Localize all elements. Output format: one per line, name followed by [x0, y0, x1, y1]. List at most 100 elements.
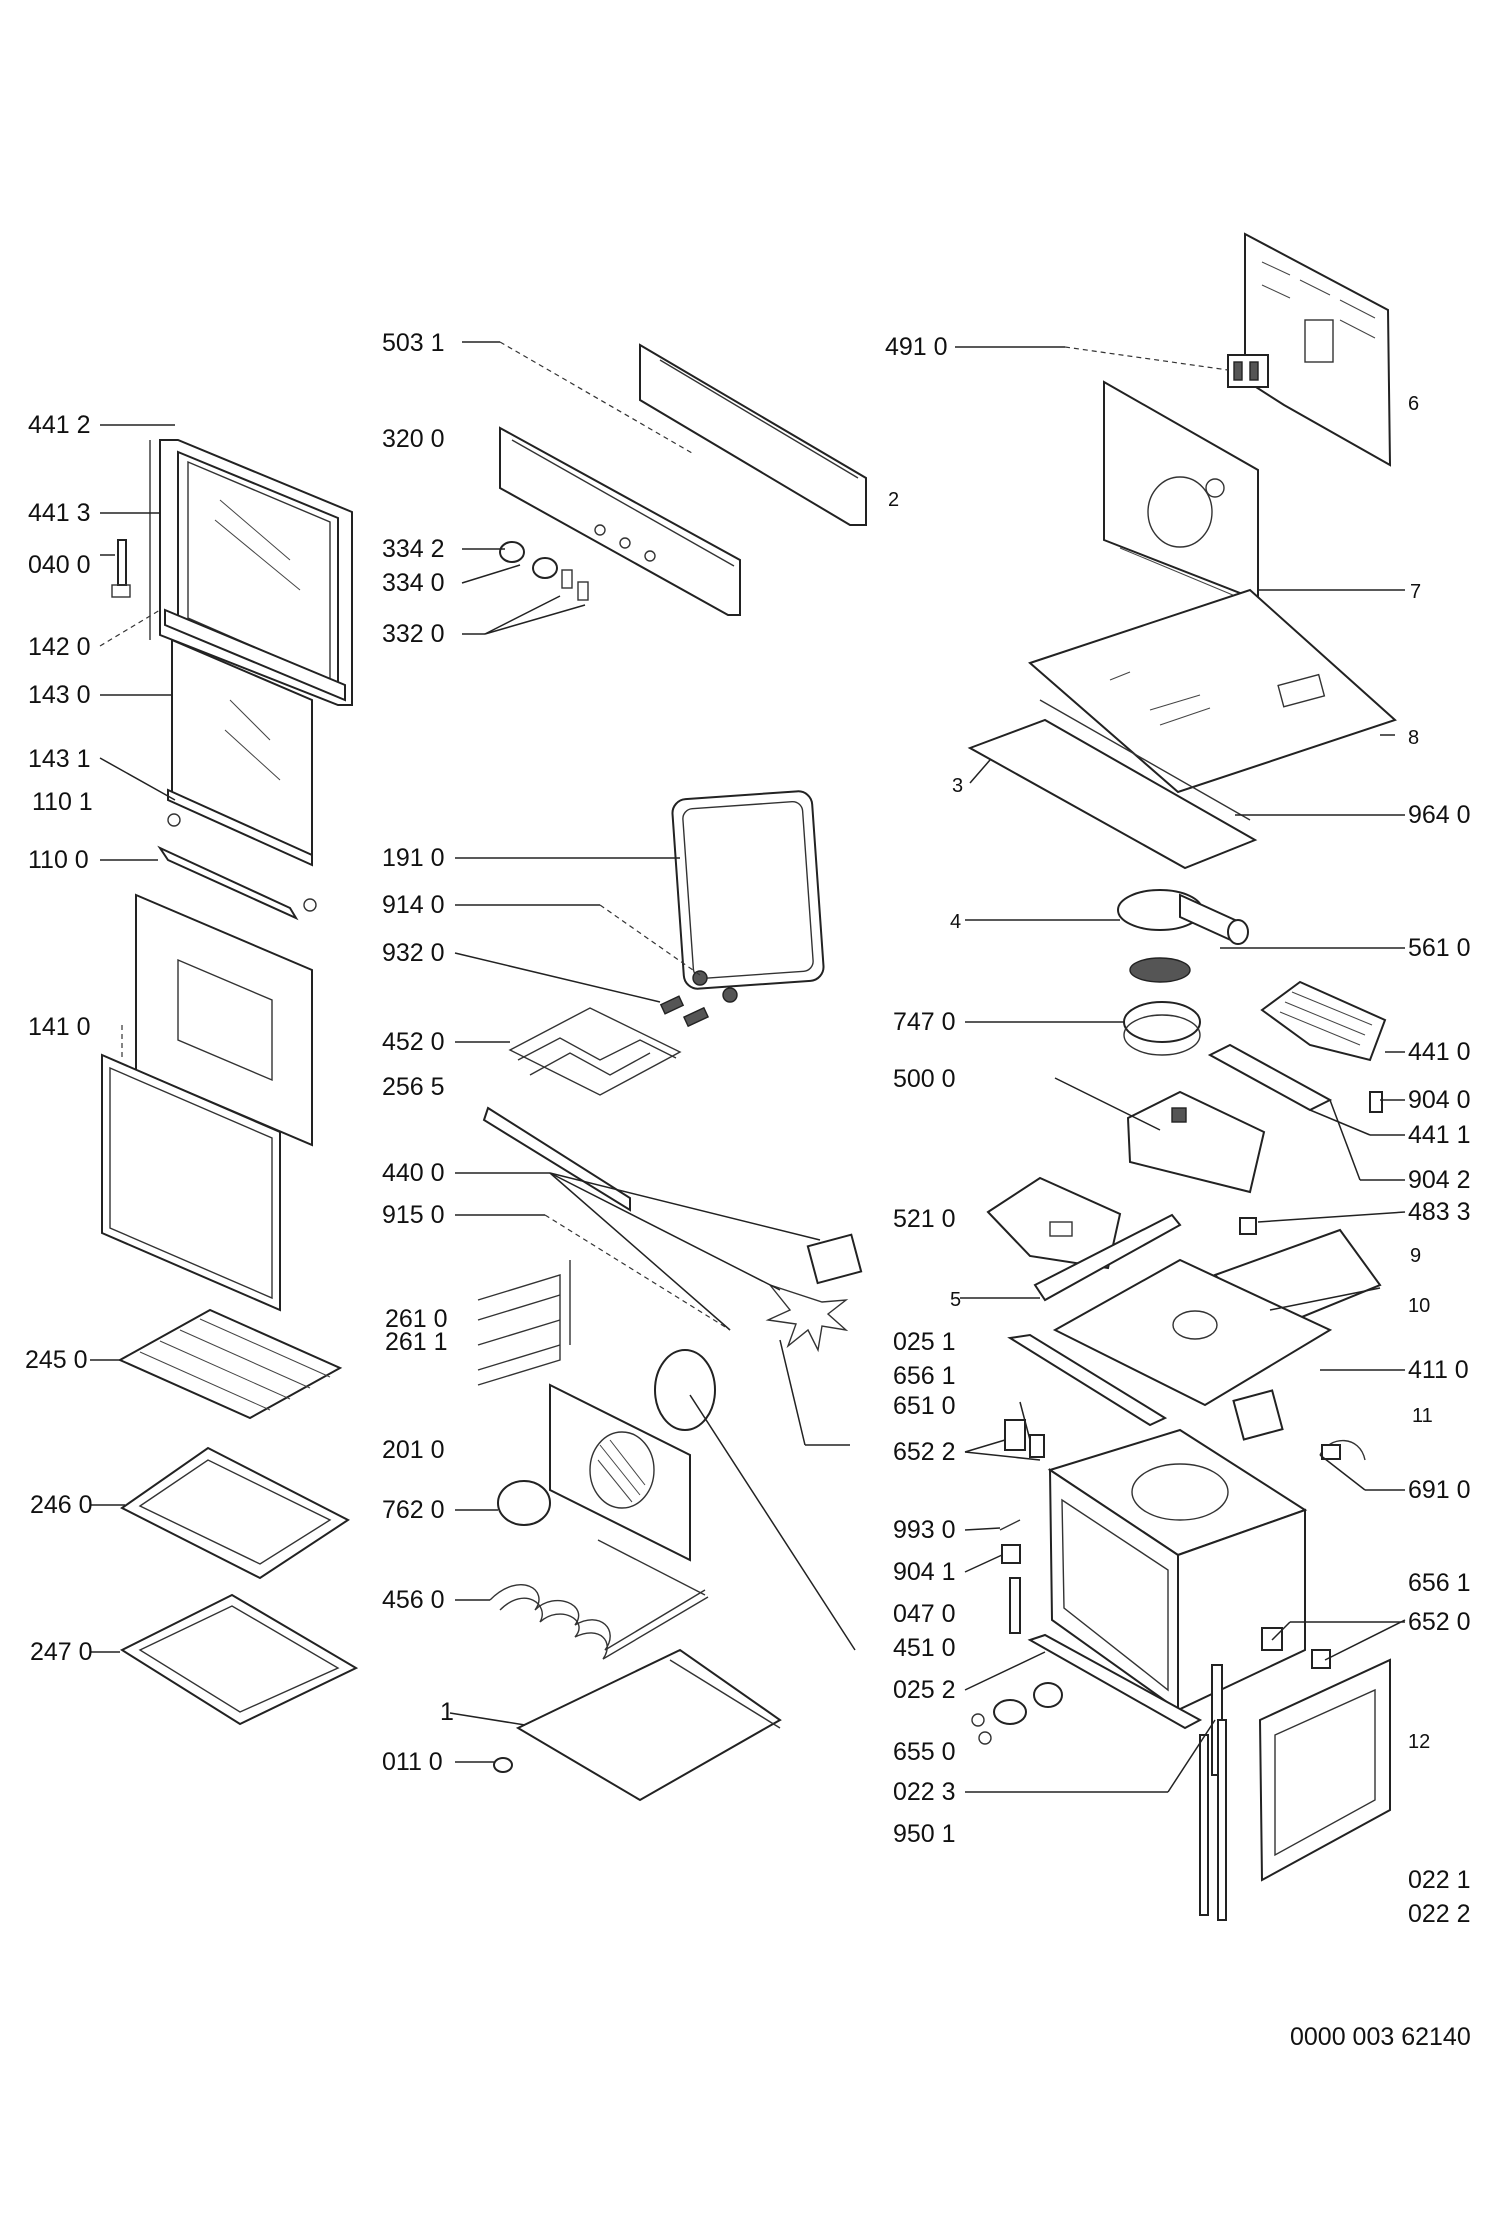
label-022-3: 022 3: [893, 1778, 956, 1806]
label-246-0: 246 0: [30, 1491, 93, 1519]
label-904-2: 904 2: [1408, 1166, 1471, 1194]
fan-cover-part: [497, 1480, 551, 1526]
label-441-1: 441 1: [1408, 1121, 1471, 1149]
label-451-0: 451 0: [893, 1634, 956, 1662]
label-201-0: 201 0: [382, 1436, 445, 1464]
back-plate-part: [1103, 380, 1259, 602]
label-904-1: 904 1: [893, 1558, 956, 1586]
part-labels: 503 1 320 0 334 2 334 0 332 0 441 2 441 …: [25, 329, 1471, 2051]
label-11: 11: [1412, 1405, 1433, 1427]
label-025-1: 025 1: [893, 1328, 956, 1356]
label-022-1: 022 1: [1408, 1866, 1471, 1894]
control-panel-back-part: [639, 343, 867, 526]
oven-door-part: [101, 893, 313, 1312]
switch-411-part: [1232, 1389, 1284, 1441]
side-panel-part: [1258, 1658, 1391, 1882]
label-332-0: 332 0: [382, 620, 445, 648]
label-110-0: 110 0: [28, 846, 89, 874]
label-191-0: 191 0: [382, 844, 445, 872]
label-040-0: 040 0: [28, 551, 91, 579]
door-outer-frame-part: [149, 439, 353, 706]
label-2: 2: [888, 489, 899, 511]
label-143-1: 143 1: [28, 745, 91, 773]
label-483-3: 483 3: [1408, 1198, 1471, 1226]
label-142-0: 142 0: [28, 633, 91, 661]
label-904-0: 904 0: [1408, 1086, 1471, 1114]
label-521-0: 521 0: [893, 1205, 956, 1233]
oven-cavity-part: [1047, 1428, 1308, 1712]
label-256-5: 256 5: [382, 1073, 445, 1101]
label-12: 12: [1408, 1731, 1430, 1753]
label-011-0: 011 0: [382, 1748, 443, 1776]
label-651-0: 651 0: [893, 1392, 956, 1420]
label-950-1: 950 1: [893, 1820, 956, 1848]
door-seal-part: [671, 790, 825, 990]
electronic-module-part: [1126, 1090, 1266, 1194]
label-6: 6: [1408, 393, 1419, 415]
tangential-fan-part: [1260, 980, 1387, 1062]
top-panel-part: [1028, 588, 1397, 794]
side-rail-part: [1033, 1213, 1182, 1302]
label-500-0: 500 0: [893, 1065, 956, 1093]
terminal-block-part: [1227, 354, 1269, 388]
label-503-1: 503 1: [382, 329, 445, 357]
label-652-0: 652 0: [1408, 1608, 1471, 1636]
label-1: 1: [440, 1698, 454, 1726]
label-143-0: 143 0: [28, 681, 91, 709]
heating-element-part: [489, 1539, 709, 1660]
door-handle-part: [111, 539, 131, 598]
back-panel-part: [549, 1383, 691, 1562]
label-047-0: 047 0: [893, 1600, 956, 1628]
drip-tray-part: [119, 1593, 359, 1726]
switch-483-part: [1239, 1217, 1257, 1235]
mounting-plate-part: [1052, 1258, 1333, 1407]
label-655-0: 655 0: [893, 1738, 956, 1766]
label-10: 10: [1408, 1295, 1430, 1317]
control-knobs-part: [499, 541, 589, 601]
side-lamp-part: [1261, 1627, 1331, 1669]
lamp-socket-part: [1004, 1419, 1045, 1458]
label-245-0: 245 0: [25, 1346, 88, 1374]
thermostat-part: [971, 1682, 1063, 1745]
control-board-part: [986, 1176, 1122, 1270]
label-964-0: 964 0: [1408, 801, 1471, 829]
fan-ring-part: [654, 1349, 716, 1431]
label-652-2: 652 2: [893, 1438, 956, 1466]
wire-rack-part: [117, 1308, 343, 1420]
side-strips-part: [1199, 1664, 1227, 1921]
lamp-fittings-part: [659, 970, 738, 1028]
label-932-0: 932 0: [382, 939, 445, 967]
label-8: 8: [1408, 727, 1419, 749]
label-440-0: 440 0: [382, 1159, 445, 1187]
label-022-2: 022 2: [1408, 1900, 1471, 1928]
label-656-1-b: 656 1: [1408, 1569, 1471, 1597]
cable-clip-part: [1319, 1439, 1366, 1461]
baking-tray-part: [120, 1446, 350, 1580]
foot-part: [493, 1757, 513, 1773]
label-7: 7: [1410, 581, 1421, 603]
control-fascia-part: [499, 426, 741, 616]
trim-strip-part: [482, 1106, 631, 1212]
label-320-0: 320 0: [382, 425, 445, 453]
label-261-0: 261 0: [385, 1305, 448, 1333]
label-141-0: 141 0: [28, 1013, 91, 1041]
label-334-2: 334 2: [382, 535, 445, 563]
fan-motor-part: [765, 1233, 863, 1353]
label-441-2: 441 2: [28, 411, 91, 439]
label-3: 3: [952, 775, 963, 797]
label-561-0: 561 0: [1408, 934, 1471, 962]
label-247-0: 247 0: [30, 1638, 93, 1666]
label-762-0: 762 0: [382, 1496, 445, 1524]
label-491-0: 491 0: [885, 333, 948, 361]
door-bar-part: [157, 845, 317, 921]
label-261-1: 261 1: [385, 1328, 448, 1356]
front-rail-part: [1007, 1333, 1168, 1427]
label-334-0: 334 0: [382, 569, 445, 597]
label-411-0: 411 0: [1408, 1356, 1469, 1384]
label-993-0: 993 0: [893, 1516, 956, 1544]
label-441-0: 441 0: [1408, 1038, 1471, 1066]
label-452-0: 452 0: [382, 1028, 445, 1056]
label-914-0: 914 0: [382, 891, 445, 919]
small-fittings-part: [999, 1519, 1021, 1634]
